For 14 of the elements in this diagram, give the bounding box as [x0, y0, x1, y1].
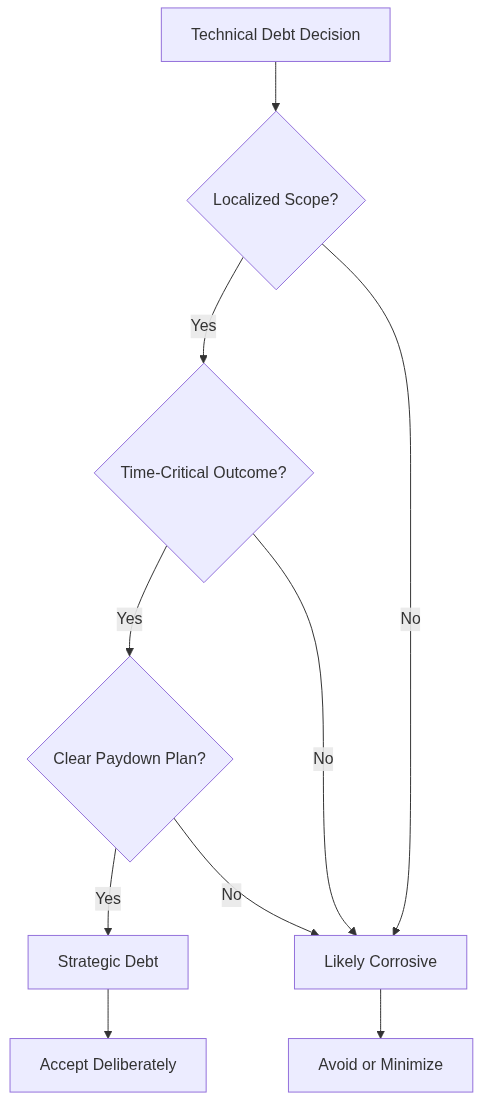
node-box: Likely Corrosive [293, 934, 468, 990]
edge-label: Yes [116, 610, 143, 628]
node-diamond: Localized Scope? [186, 110, 367, 291]
edge-label: No [221, 886, 242, 904]
edge-label: Yes [95, 889, 122, 907]
node-box: Accept Deliberately [9, 1038, 207, 1093]
node-box: Technical Debt Decision [160, 7, 391, 62]
node-box: Avoid or Minimize [287, 1038, 474, 1093]
edge-label: No [313, 750, 334, 767]
edge-label: No [400, 610, 421, 628]
node-box: Strategic Debt [27, 934, 189, 990]
edge-label: Yes [190, 317, 217, 335]
node-diamond: Time-Critical Outcome? [93, 362, 315, 584]
node-diamond: Clear Paydown Plan? [26, 655, 234, 863]
